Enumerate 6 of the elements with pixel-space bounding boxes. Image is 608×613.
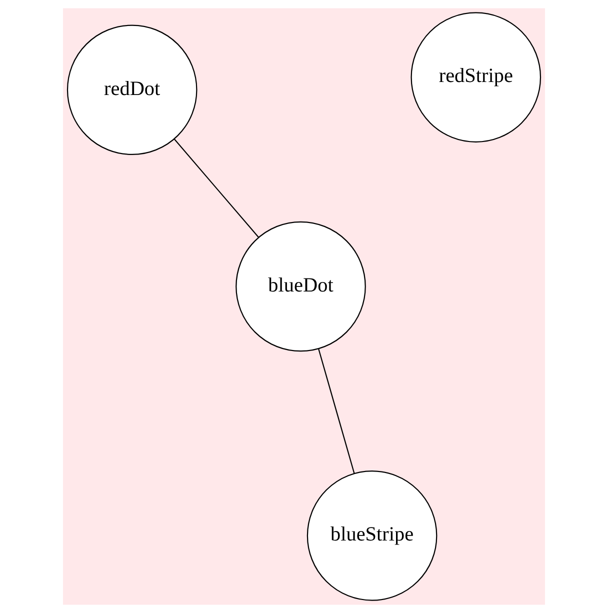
node-circle: redDot bbox=[66, 24, 198, 156]
node-circle: blueDot bbox=[236, 221, 366, 352]
connector bbox=[174, 138, 260, 238]
connector bbox=[318, 348, 355, 474]
node-circle: redStripe bbox=[410, 12, 542, 142]
node-circle: blueStripe bbox=[306, 470, 438, 601]
